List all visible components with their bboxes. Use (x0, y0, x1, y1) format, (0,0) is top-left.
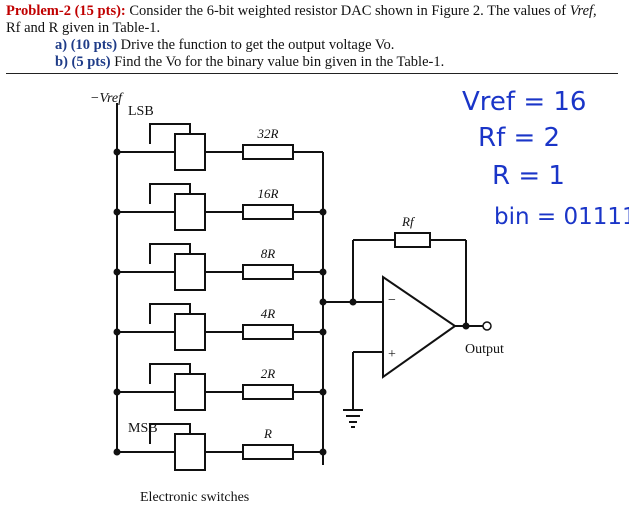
problem-statement: Problem-2 (15 pts): Consider the 6-bit w… (6, 3, 624, 71)
output-bus-dot (319, 448, 327, 456)
resistor-label: 16R (258, 186, 279, 201)
resistor-label: R (263, 426, 272, 441)
switch-box (174, 373, 206, 411)
handwritten-notes: Vref = 16 Rf = 2 R = 1 bin = 011111 (462, 87, 629, 230)
part-a-label: a) (10 pts) (55, 37, 118, 53)
vref-label: −Vref (90, 91, 124, 106)
resistor-label: 32R (257, 126, 279, 141)
switch-contact-wire (149, 123, 191, 144)
handwritten-vref: Vref = 16 (462, 87, 586, 117)
output-label: Output (465, 342, 504, 357)
bus-junction-dot (113, 268, 121, 276)
handwritten-rf: Rf = 2 (478, 123, 560, 153)
switch-contact-wire (149, 363, 191, 384)
part-b: b) (5 pts) Find the Vo for the binary va… (6, 54, 624, 71)
bus-junction-dot (113, 208, 121, 216)
bus-junction-dot (113, 148, 121, 156)
bus-junction-dot (113, 448, 121, 456)
switch-contact-wire (149, 183, 191, 204)
lsb-label: LSB (128, 104, 154, 119)
resistor-label: 2R (261, 366, 276, 381)
problem-line-2: Rf and R given in Table-1. (6, 20, 161, 36)
vref-symbol: Vref (569, 3, 594, 19)
handwritten-r: R = 1 (492, 161, 565, 191)
part-b-label: b) (5 pts) (55, 54, 111, 70)
problem-heading: Problem-2 (15 pts): (6, 3, 126, 19)
switch-box (174, 433, 206, 471)
msb-label: MSB (128, 421, 158, 436)
circuit-wiring (116, 110, 483, 465)
resistor (242, 204, 294, 220)
switch-box (174, 253, 206, 291)
comma: , (593, 3, 597, 19)
output-terminal (482, 321, 492, 331)
output-bus-dot (319, 328, 327, 336)
output-bus-dot (319, 268, 327, 276)
problem-line-1: Problem-2 (15 pts): Consider the 6-bit w… (6, 3, 624, 20)
opamp-plus: + (388, 347, 396, 362)
opamp-minus: − (388, 293, 396, 308)
output-bus-dot (319, 388, 327, 396)
part-a-text: Drive the function to get the output vol… (120, 37, 395, 53)
switch-contact-wire (149, 303, 191, 324)
switch-contact-wire (149, 243, 191, 264)
switch-box (174, 313, 206, 351)
output-bus-dot (319, 208, 327, 216)
resistor (242, 444, 294, 460)
resistor (242, 264, 294, 280)
part-a: a) (10 pts) Drive the function to get th… (6, 37, 624, 54)
resistor (242, 384, 294, 400)
problem-intro: Consider the 6-bit weighted resistor DAC… (129, 3, 567, 19)
electronic-switches-label: Electronic switches (140, 490, 249, 505)
circuit-dots (319, 298, 470, 330)
divider-line (6, 73, 618, 74)
resistor (242, 324, 294, 340)
handwritten-bin: bin = 011111 (494, 204, 629, 230)
resistor-label: 4R (261, 306, 276, 321)
feedback-resistor-label: Rf (401, 214, 416, 229)
bus-junction-dot (113, 388, 121, 396)
switch-box (174, 133, 206, 171)
switch-box (174, 193, 206, 231)
part-b-text: Find the Vo for the binary value bin giv… (114, 54, 445, 70)
resistor-label: 8R (261, 246, 276, 261)
bus-junction-dot (113, 328, 121, 336)
resistor (242, 144, 294, 160)
switch-contact-wire (149, 423, 191, 444)
switch-rows: 32R 16R 8R 4R 2R R (113, 103, 327, 471)
